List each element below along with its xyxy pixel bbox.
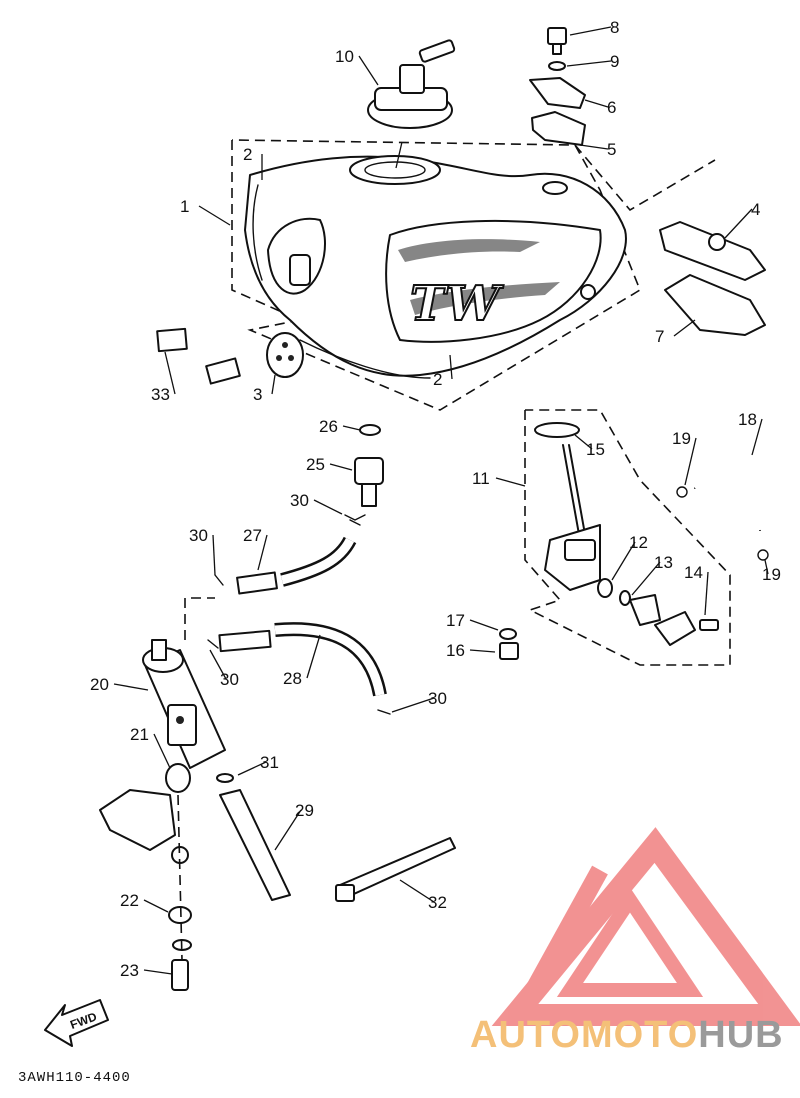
callout-leader	[574, 434, 593, 450]
callout-label-30: 30	[428, 689, 447, 708]
damper-and-pads	[156, 327, 304, 385]
automotohub-logo-icon	[491, 827, 800, 1026]
callout-leader	[342, 425, 361, 431]
callout-label-18: 18	[738, 410, 757, 429]
callout-leader	[724, 208, 753, 239]
callout-leader	[584, 99, 609, 108]
callout-label-6: 6	[607, 98, 616, 117]
callout-leader	[212, 534, 216, 576]
callout-leader	[143, 899, 169, 913]
callout-leader	[449, 354, 453, 380]
callout-leader	[569, 26, 612, 36]
callout-label-29: 29	[295, 801, 314, 820]
callout-label-27: 27	[243, 526, 262, 545]
brand-part2: HUB	[698, 1014, 784, 1056]
vent-valve	[344, 424, 384, 526]
callout-label-1: 1	[180, 197, 189, 216]
tank-graphic-text: TW	[410, 276, 504, 332]
callout-leader	[751, 418, 763, 456]
callout-label-28: 28	[283, 669, 302, 688]
callout-label-30: 30	[290, 491, 309, 510]
callout-leader	[329, 463, 353, 471]
callout-label-3: 3	[253, 385, 262, 404]
callout-label-17: 17	[446, 611, 465, 630]
callout-label-20: 20	[90, 675, 109, 694]
callout-label-30: 30	[220, 670, 239, 689]
callout-label-26: 26	[319, 417, 338, 436]
tank-group-outline	[231, 139, 641, 411]
callout-leader	[313, 499, 343, 515]
callout-leader	[684, 437, 697, 486]
callout-label-31: 31	[260, 753, 279, 772]
bracket-parts	[529, 27, 586, 195]
fuel-cap	[367, 39, 456, 169]
callout-label-12: 12	[629, 533, 648, 552]
tank-mount-parts	[659, 221, 766, 336]
callout-label-2: 2	[243, 145, 252, 164]
hose-18	[676, 461, 769, 561]
callout-label-7: 7	[655, 327, 664, 346]
callout-label-23: 23	[120, 961, 139, 980]
callout-leader	[611, 541, 636, 581]
pump-group-outline	[184, 597, 215, 640]
tank-mount-outline	[574, 144, 716, 212]
strap-32	[335, 837, 456, 902]
callout-label-4: 4	[751, 200, 760, 219]
callout-leader	[469, 649, 496, 653]
callout-layer: 1223456789101112131415161718191920212223…	[90, 18, 781, 980]
callout-leader	[113, 683, 149, 691]
callout-label-8: 8	[610, 18, 619, 37]
fuel-cock-assembly	[499, 422, 719, 660]
brand-name: AUTOMOTOHUB	[470, 1014, 800, 1064]
callout-leader	[306, 634, 321, 679]
forward-arrow-icon: FWD	[44, 999, 109, 1047]
callout-label-10: 10	[335, 47, 354, 66]
callout-label-25: 25	[306, 455, 325, 474]
callout-label-15: 15	[586, 440, 605, 459]
hose-29	[216, 773, 291, 901]
callout-leader	[198, 205, 231, 226]
callout-label-13: 13	[654, 553, 673, 572]
callout-label-33: 33	[151, 385, 170, 404]
callout-leader	[764, 559, 769, 575]
callout-leader	[704, 571, 709, 616]
fuel-hoses	[207, 536, 391, 715]
callout-leader	[579, 144, 609, 150]
callout-leader	[495, 477, 526, 487]
callout-leader	[257, 534, 268, 571]
callout-label-5: 5	[607, 140, 616, 159]
callout-leader	[631, 561, 661, 596]
callout-label-9: 9	[610, 52, 619, 71]
callout-leader	[358, 55, 379, 86]
brand-part1: AUTOMOTO	[470, 1014, 699, 1056]
fuel-pump	[142, 639, 226, 769]
callout-leader	[469, 619, 499, 631]
callout-label-2: 2	[433, 370, 442, 389]
callout-leader	[391, 697, 435, 713]
fuel-tank: TW	[244, 155, 627, 379]
callout-leader	[673, 319, 696, 337]
callout-leader	[237, 761, 267, 776]
callout-label-21: 21	[130, 725, 149, 744]
pump-bracket	[99, 763, 192, 991]
callout-leader	[153, 733, 171, 769]
callout-leader	[274, 809, 302, 851]
callout-label-11: 11	[472, 469, 490, 488]
callout-label-22: 22	[120, 891, 139, 910]
callout-label-16: 16	[446, 641, 465, 660]
callout-leader	[209, 649, 227, 680]
callout-label-19: 19	[672, 429, 691, 448]
callout-leader	[143, 969, 173, 975]
callout-leader	[399, 879, 435, 903]
diagram-code: 3AWH110-4400	[18, 1070, 131, 1086]
callout-label-19: 19	[762, 565, 781, 584]
callout-label-14: 14	[684, 563, 703, 582]
callout-leader	[271, 374, 276, 395]
petcock-group-outline	[524, 409, 731, 666]
callout-leader	[164, 351, 176, 395]
callout-leader	[566, 60, 612, 67]
callout-label-30: 30	[189, 526, 208, 545]
callout-label-32: 32	[428, 893, 447, 912]
